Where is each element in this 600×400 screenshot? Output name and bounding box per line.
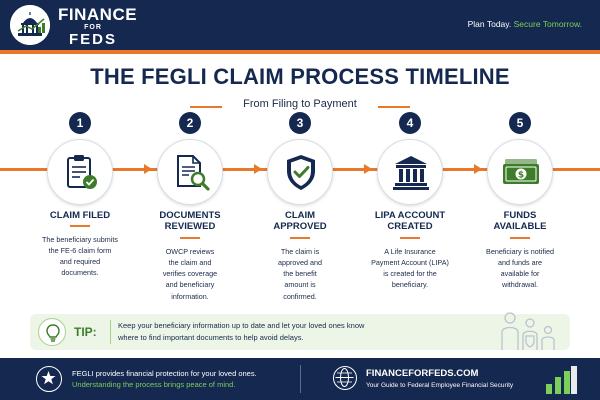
step-number: 2 [179, 112, 201, 134]
step-title-line: REVIEWED [164, 221, 216, 233]
step-desc-line: and funds are [498, 258, 542, 268]
timeline-arrow [474, 164, 482, 174]
page-subtitle: From Filing to Payment [243, 98, 357, 110]
timeline-arrow [144, 164, 152, 174]
step-title-line: FUNDS [503, 210, 537, 221]
step-title-line: CLAIM [284, 210, 316, 221]
subtitle-rule-left [190, 106, 222, 108]
tip-text-line: Keep your beneficiary information up to … [118, 321, 365, 330]
step-title-rule [290, 237, 310, 239]
footer-message-accent: Understanding the process brings peace o… [72, 380, 236, 389]
step-desc-line: OWCP reviews [165, 247, 215, 256]
footer-website-link[interactable]: FINANCEFORFEDS.COM [366, 368, 479, 379]
step-title-line: DOCUMENTS [159, 210, 221, 221]
growth-bars-icon [544, 366, 578, 394]
family-icon [496, 310, 570, 359]
globe-icon [333, 366, 357, 390]
step-desc-line: withdrawal. [502, 280, 538, 290]
step-desc-line: verifies coverage [162, 269, 218, 279]
subtitle-rule-right [378, 106, 410, 108]
step-description: The beneficiary submits the FE-6 claim f… [29, 234, 131, 279]
bank-icon [377, 139, 443, 205]
capitol-logo-icon[interactable] [10, 5, 50, 45]
step-title-line: CLAIM FILED [49, 210, 111, 221]
step-desc-line: The beneficiary submits [42, 235, 118, 244]
step-title-line: CREATED [387, 221, 433, 233]
star-shield-icon [36, 366, 62, 392]
step-description: A Life Insurance Payment Account (LIPA) … [359, 246, 461, 291]
step-desc-line: is created for the [383, 269, 437, 279]
timeline-arrow [254, 164, 262, 174]
step-description: The claim is approved and the benefit am… [249, 246, 351, 302]
step-number: 5 [509, 112, 531, 134]
step-description: OWCP reviews the claim and verifies cove… [139, 246, 241, 302]
step-desc-line: the claim and [168, 258, 212, 268]
step-title-rule [180, 237, 200, 239]
tagline-plain: Plan Today. [467, 19, 512, 29]
step-desc-line: confirmed. [283, 291, 317, 301]
footer-divider [300, 365, 301, 393]
step-title: FUNDS AVAILABLE [465, 210, 575, 233]
tip-text: Keep your beneficiary information up to … [118, 320, 468, 343]
money-bill-icon: $ [487, 139, 553, 205]
step-desc-line: information. [171, 291, 209, 301]
step-desc-line: available for [500, 269, 540, 279]
step-desc-line: Payment Account (LIPA) [371, 258, 449, 268]
brand-line-for: FOR [84, 24, 102, 31]
footer-message: FEGLI provides financial protection for … [72, 369, 257, 378]
step-title-line: AVAILABLE [493, 221, 547, 233]
step-desc-line: and beneficiary [165, 280, 215, 290]
step-title-line: LIPA ACCOUNT [374, 210, 446, 221]
subtitle-row: From Filing to Payment [0, 98, 600, 114]
page-title: THE FEGLI CLAIM PROCESS TIMELINE [90, 64, 510, 89]
step-desc-line: beneficiary. [391, 280, 429, 290]
step-desc-line: the FE-6 claim form [48, 246, 112, 256]
footer-guide-text: Your Guide to Federal Employee Financial… [366, 382, 514, 389]
tip-label: TIP: [74, 325, 97, 339]
step-desc-line: The claim is [280, 247, 320, 256]
step-title: CLAIM APPROVED [245, 210, 355, 233]
step-desc-line: amount is [284, 280, 316, 290]
step-number: 1 [69, 112, 91, 134]
step-description: Beneficiary is notified and funds are av… [469, 246, 571, 291]
step-desc-line: Beneficiary is notified [486, 247, 554, 256]
brand-line-feds: FEDS [68, 31, 117, 48]
svg-text:$: $ [518, 171, 524, 181]
step-desc-line: documents. [61, 268, 99, 278]
site-header: FINANCE FOR FEDS Plan Today. Secure Tomo… [0, 0, 600, 50]
step-desc-line: the benefit [283, 269, 317, 279]
brand-line-finance: FINANCE [58, 5, 138, 24]
shield-check-icon [267, 139, 333, 205]
step-title: DOCUMENTS REVIEWED [135, 210, 245, 233]
tip-divider [110, 320, 111, 344]
process-timeline: 1 CLAIM FILED The beneficiary submits th… [0, 112, 600, 312]
site-footer: FEGLI provides financial protection for … [0, 358, 600, 400]
step-title: LIPA ACCOUNT CREATED [355, 210, 465, 233]
step-title: CLAIM FILED [25, 210, 135, 221]
tagline-accent: Secure Tomorrow. [513, 19, 582, 29]
clipboard-check-icon [47, 139, 113, 205]
step-title-rule [510, 237, 530, 239]
step-number: 4 [399, 112, 421, 134]
header-tagline: Plan Today. Secure Tomorrow. [468, 19, 582, 29]
step-title-rule [400, 237, 420, 239]
step-desc-line: A Life Insurance [384, 247, 436, 256]
tip-box: TIP: Keep your beneficiary information u… [30, 312, 570, 350]
timeline-arrow [364, 164, 372, 174]
document-magnifier-icon [157, 139, 223, 205]
tip-text-line: where to find important documents to hel… [118, 332, 304, 342]
header-accent-stripe [0, 50, 600, 54]
step-desc-line: approved and [278, 258, 322, 268]
brand-wordmark[interactable]: FINANCE FOR FEDS [58, 6, 137, 47]
step-desc-line: and required [59, 257, 101, 267]
step-number: 3 [289, 112, 311, 134]
step-title-rule [70, 225, 90, 227]
step-title-line: APPROVED [273, 221, 327, 233]
lightbulb-icon [38, 318, 66, 346]
